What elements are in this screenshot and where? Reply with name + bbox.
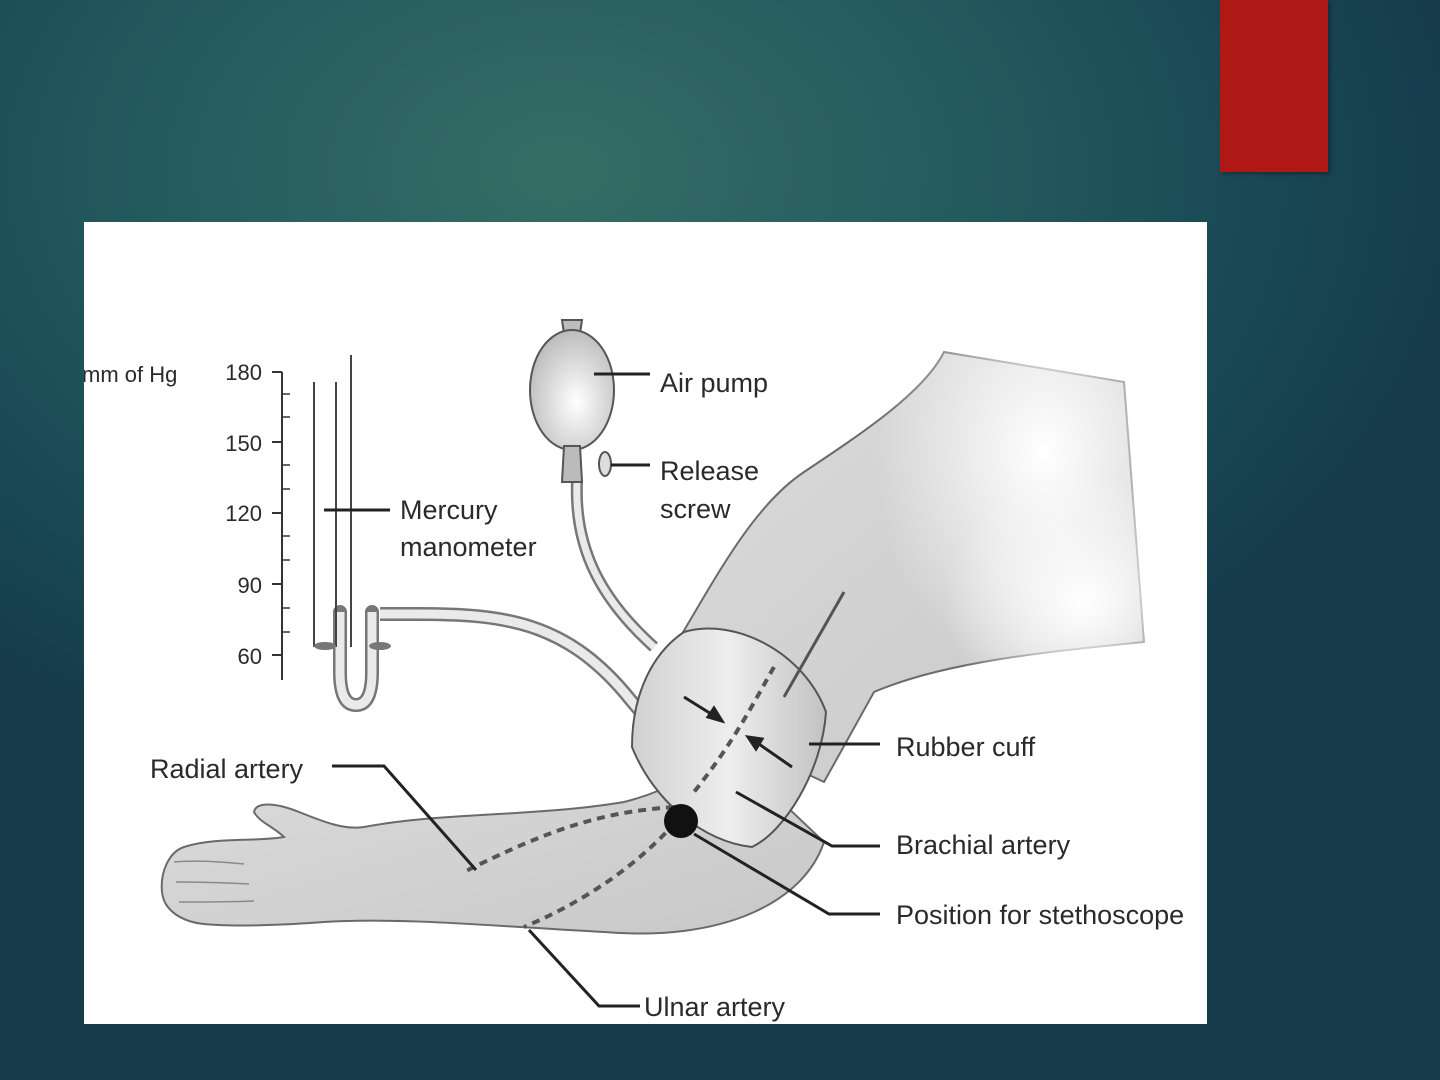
tick-90: 90 bbox=[238, 573, 262, 598]
tick-120: 120 bbox=[225, 501, 262, 526]
mercury-manometer-label-line2: manometer bbox=[400, 532, 537, 562]
accent-bar bbox=[1220, 0, 1328, 172]
tick-150: 150 bbox=[225, 431, 262, 456]
brachial-artery-label: Brachial artery bbox=[896, 830, 1071, 860]
release-screw-knob bbox=[599, 452, 611, 476]
tick-180: 180 bbox=[225, 360, 262, 385]
ulnar-artery-label: Ulnar artery bbox=[644, 992, 786, 1022]
stethoscope-position-dot bbox=[664, 804, 698, 838]
scale-unit: mm of Hg bbox=[84, 362, 177, 387]
sphygmomanometer-diagram: mm of Hg 180 150 120 90 60 bbox=[84, 222, 1207, 1024]
release-screw-label-line2: screw bbox=[660, 494, 731, 524]
mercury-manometer bbox=[314, 355, 391, 650]
release-screw-label-line1: Release bbox=[660, 456, 759, 486]
air-pump-label: Air pump bbox=[660, 368, 768, 398]
air-pump-bulb bbox=[530, 320, 614, 482]
stethoscope-position-label: Position for stethoscope bbox=[896, 900, 1184, 930]
diagram-panel: mm of Hg 180 150 120 90 60 bbox=[84, 222, 1207, 1024]
rubber-cuff-label: Rubber cuff bbox=[896, 732, 1036, 762]
radial-artery-label: Radial artery bbox=[150, 754, 304, 784]
mm-hg-scale: mm of Hg 180 150 120 90 60 bbox=[84, 360, 290, 680]
tick-60: 60 bbox=[238, 644, 262, 669]
mercury-manometer-label-line1: Mercury bbox=[400, 495, 498, 525]
